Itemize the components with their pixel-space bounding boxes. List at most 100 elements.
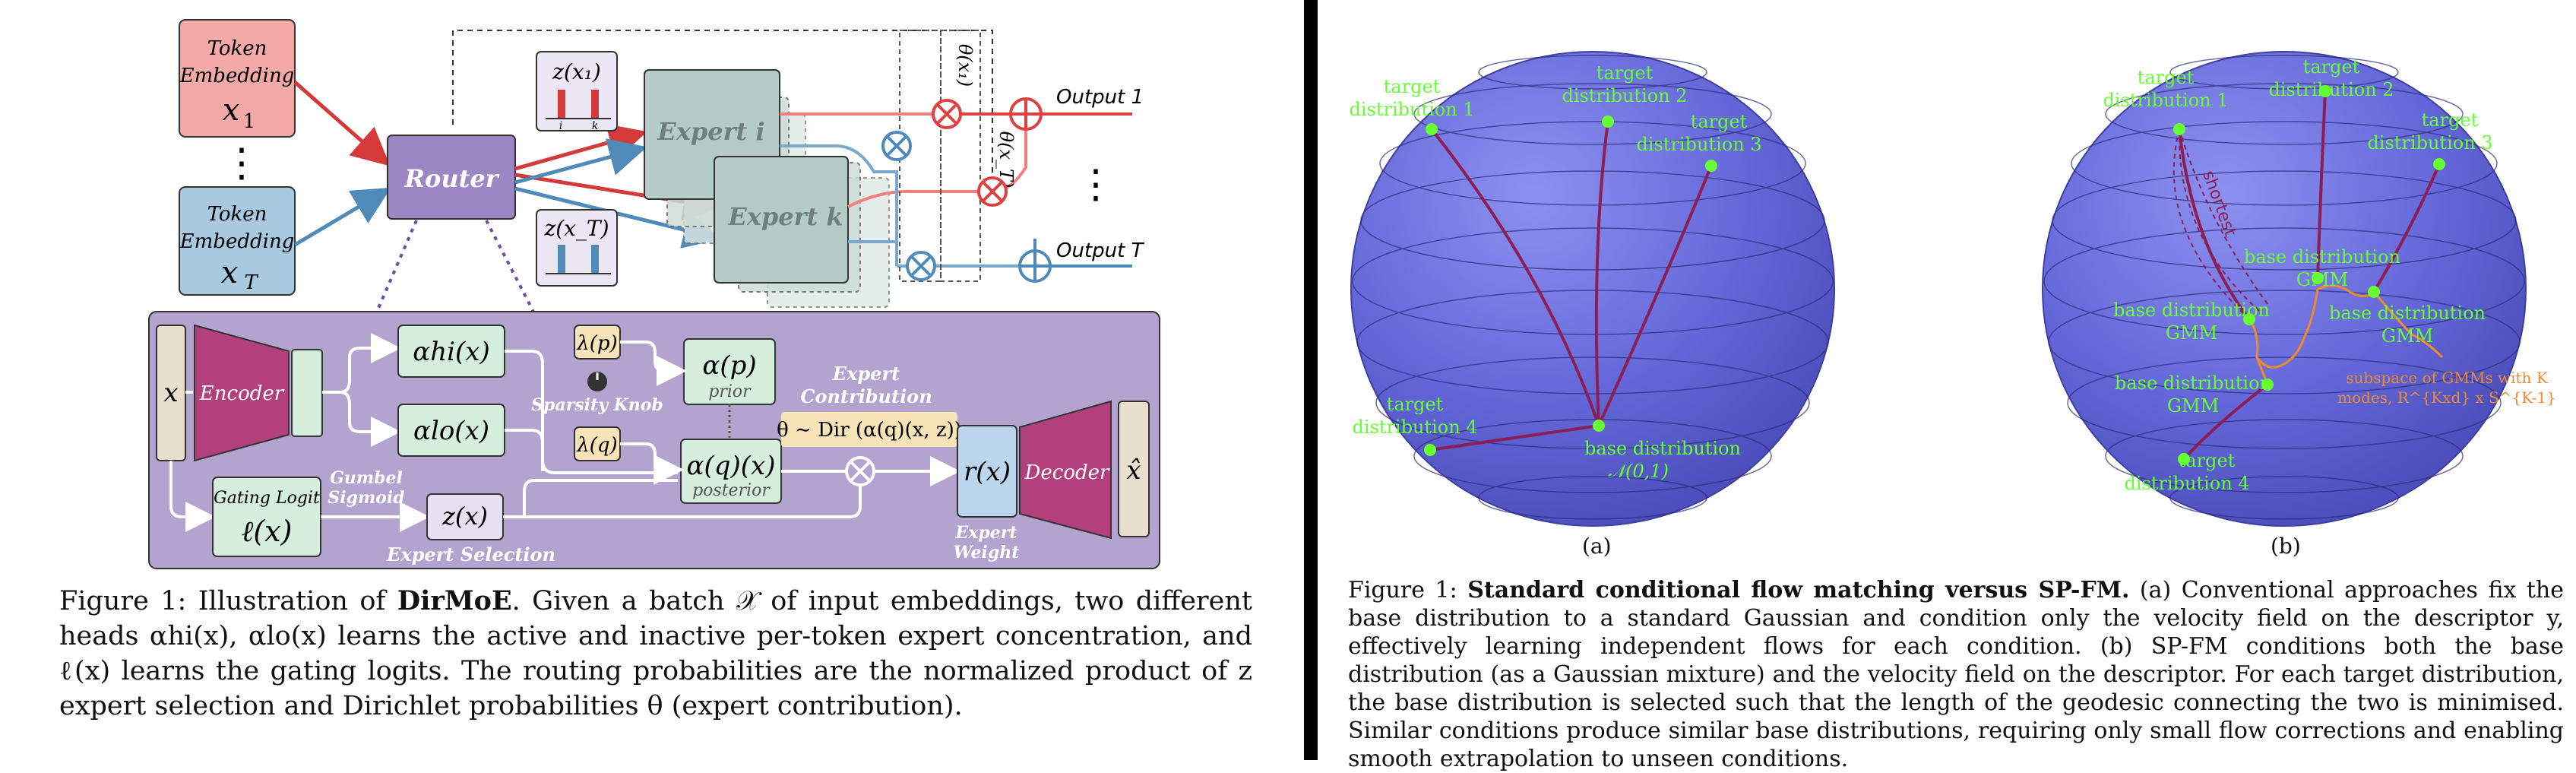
gumbel-label-2: Sigmoid (328, 488, 404, 508)
z-xT-chart: z(x_T) (536, 209, 618, 287)
svg-text:Expert k: Expert k (727, 202, 843, 231)
sparsity-knob: Sparsity Knob (531, 372, 663, 415)
svg-text:𝒩(0,1): 𝒩(0,1) (1608, 461, 1669, 482)
svg-text:distribution 2: distribution 2 (2268, 79, 2394, 100)
output-T-label: Output T (1056, 239, 1145, 262)
dirmoe-diagram: Token Embedding x 1 ⋮ Token Embedding x … (148, 19, 1160, 569)
svg-text:αhi(x): αhi(x) (413, 337, 489, 367)
gating-logit-box: Gating Logit ℓ(x) (212, 477, 321, 557)
theta-x1-label: θ(x₁) (954, 44, 976, 87)
svg-text:1: 1 (243, 110, 256, 133)
svg-text:Embedding: Embedding (179, 65, 295, 87)
svg-text:k: k (592, 120, 598, 132)
svg-text:Sparsity Knob: Sparsity Knob (531, 395, 663, 415)
svg-text:prior: prior (708, 382, 752, 401)
svg-text:z(x₁): z(x₁) (552, 59, 601, 84)
alpha-hi-head: αhi(x) (397, 325, 505, 378)
svg-text:distribution 3: distribution 3 (2367, 132, 2492, 154)
svg-text:target: target (2179, 450, 2236, 471)
svg-text:distribution 4: distribution 4 (2124, 473, 2249, 494)
x-hat-output: x̂ (1118, 401, 1150, 537)
svg-text:x̂: x̂ (1126, 455, 1141, 486)
svg-text:x: x (221, 255, 239, 290)
svg-text:λ(q): λ(q) (576, 434, 617, 457)
sphere-a: target distribution 1 target distributio… (1349, 51, 1835, 527)
alpha-prior-box: α(p) prior (683, 338, 776, 405)
svg-text:r(x): r(x) (964, 457, 1011, 487)
svg-text:base distribution: base distribution (2113, 299, 2270, 321)
svg-text:distribution 1: distribution 1 (2103, 90, 2228, 111)
svg-text:Encoder: Encoder (199, 382, 285, 405)
decoder-block: Decoder (1019, 400, 1112, 540)
svg-text:target: target (1597, 62, 1654, 84)
svg-text:target: target (1387, 394, 1444, 415)
expert-k-stack: Expert k (714, 156, 890, 308)
multiply-red-2 (977, 176, 1008, 207)
svg-text:GMM: GMM (2166, 322, 2217, 344)
svg-text:target: target (1691, 111, 1748, 132)
svg-text:Expert i: Expert i (657, 117, 764, 146)
subspace-label-2: modes, R^{Kxd} x S^{K-1} (2337, 388, 2556, 407)
svg-text:Router: Router (403, 164, 499, 193)
sphere-b: target distribution 1 target distributio… (2042, 51, 2556, 527)
svg-text:distribution 1: distribution 1 (1349, 99, 1474, 120)
svg-text:distribution 4: distribution 4 (1352, 417, 1477, 438)
multiply-white (845, 456, 875, 486)
svg-text:i: i (559, 120, 562, 132)
alpha-lo-head: αlo(x) (397, 404, 505, 457)
alpha-posterior-box: α(q)(x) posterior (680, 439, 782, 504)
plus-red (1009, 97, 1043, 131)
svg-text:target: target (2422, 109, 2479, 131)
svg-text:x: x (163, 378, 178, 408)
svg-text:posterior: posterior (692, 481, 771, 500)
svg-text:Token: Token (207, 203, 267, 226)
svg-text:GMM: GMM (2381, 325, 2433, 347)
svg-text:α(p): α(p) (702, 350, 756, 381)
theta-dirichlet-box: θ ∼ Dir (α(q)(x, z)) (777, 412, 962, 447)
multiply-blue-2 (906, 251, 936, 281)
svg-text:αlo(x): αlo(x) (413, 416, 489, 446)
svg-text:λ(p): λ(p) (576, 332, 617, 355)
svg-text:Token: Token (207, 37, 267, 60)
svg-text:Embedding: Embedding (179, 230, 295, 253)
expert-weight-label-1: Expert (954, 523, 1017, 543)
expert-weight-label-2: Weight (954, 543, 1020, 562)
svg-text:base distribution: base distribution (2115, 372, 2271, 394)
svg-text:target: target (1384, 76, 1441, 97)
svg-text:α(q)(x): α(q)(x) (687, 451, 776, 481)
svg-text:distribution 2: distribution 2 (1562, 85, 1687, 106)
panel-divider (1304, 0, 1318, 760)
spfm-caption: Figure 1: Standard conditional flow matc… (1348, 577, 2564, 772)
svg-text:T: T (244, 271, 258, 294)
multiply-red-1 (932, 99, 962, 129)
plus-blue (1018, 249, 1052, 283)
token-embedding-1: Token Embedding x 1 (179, 19, 296, 138)
spfm-figure-panel: target distribution 1 target distributio… (1318, 0, 2576, 772)
svg-text:GMM: GMM (2296, 269, 2348, 290)
gumbel-label-1: Gumbel (330, 468, 403, 488)
svg-text:GMM: GMM (2167, 395, 2219, 417)
latent-vector (291, 349, 323, 437)
subspace-label-1: subspace of GMMs with K (2346, 369, 2548, 387)
token-embedding-T: Token Embedding x T (179, 186, 296, 296)
svg-text:target: target (2138, 67, 2195, 88)
svg-text:base distribution: base distribution (2244, 246, 2400, 268)
expert-selection-label: Expert Selection (386, 543, 555, 565)
dirmoe-figure-panel: Token Embedding x 1 ⋮ Token Embedding x … (0, 0, 1304, 760)
r-x-box: r(x) (957, 425, 1017, 518)
dirmoe-caption: Figure 1: Illustration of DirMoE. Given … (59, 585, 1252, 721)
svg-text:Decoder: Decoder (1024, 461, 1110, 484)
multiply-blue-1 (881, 131, 912, 161)
expert-contribution-label-1: Expert (832, 363, 900, 385)
z-x-box: z(x) (426, 493, 504, 540)
x-input-block: x (156, 325, 186, 461)
spfm-diagram: target distribution 1 target distributio… (1349, 51, 2556, 527)
encoder-block: Encoder (194, 324, 290, 462)
z-x1-chart: z(x₁) i k (536, 51, 618, 132)
expert-contribution-label-2: Contribution (800, 385, 932, 407)
svg-text:x: x (223, 93, 240, 128)
svg-text:Gating Logit: Gating Logit (214, 489, 320, 508)
svg-text:z(x_T): z(x_T) (543, 216, 609, 241)
svg-text:target: target (2303, 56, 2360, 78)
svg-text:distribution 3: distribution 3 (1636, 134, 1761, 155)
